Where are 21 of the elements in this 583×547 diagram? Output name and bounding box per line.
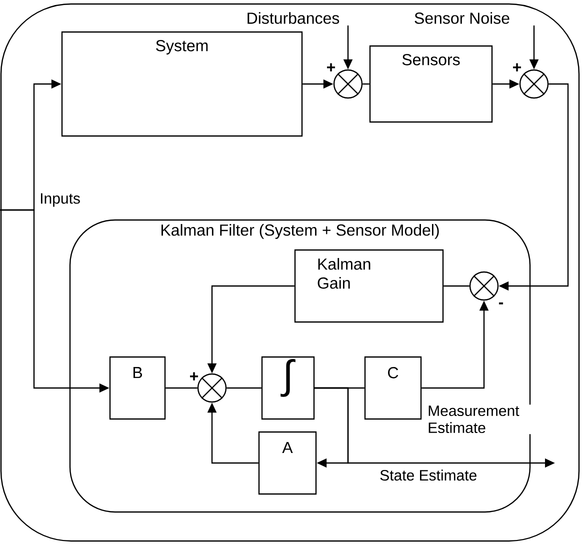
signal-label: Disturbances — [248, 12, 340, 24]
signal-label: Sensor Noise — [414, 12, 510, 24]
edge-label: Inputs — [38, 192, 82, 208]
block-box: A — [258, 431, 317, 495]
outer-box — [0, 3, 580, 542]
sign-label: - — [498, 302, 504, 304]
block-box: ∫ — [261, 356, 315, 420]
block-box: Sensors — [369, 45, 493, 123]
summing-junction — [333, 69, 363, 99]
summing-junction — [519, 69, 549, 99]
block-box: Kalman Gain — [294, 249, 444, 323]
summing-junction — [197, 373, 227, 403]
sign-label: + — [327, 63, 336, 72]
edge-label: Measurement Estimate — [426, 404, 539, 434]
block-box: System — [61, 31, 303, 137]
sign-label: + — [513, 63, 522, 72]
block-box: C — [364, 356, 422, 420]
summing-junction — [469, 271, 499, 301]
block-box: B — [109, 356, 166, 420]
sign-label: + — [190, 372, 198, 380]
edge-label: State Estimate — [378, 468, 478, 482]
